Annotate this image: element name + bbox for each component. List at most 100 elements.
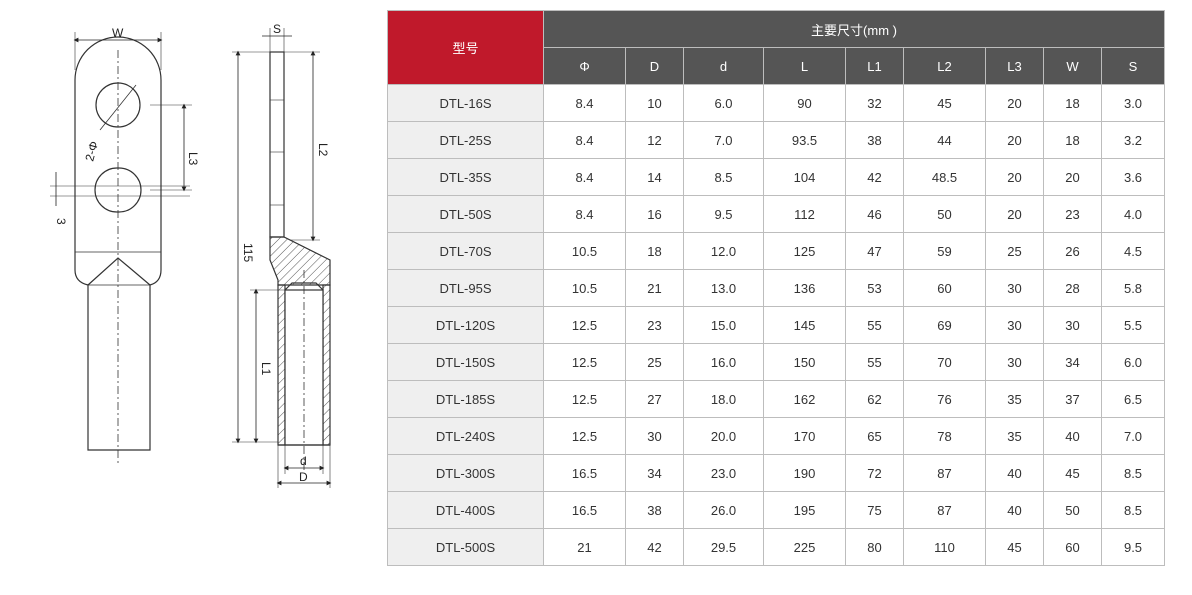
value-cell: 59: [903, 232, 986, 270]
value-cell: 190: [763, 454, 846, 492]
value-cell: 45: [903, 84, 986, 122]
value-cell: 18: [625, 232, 684, 270]
value-cell: 5.8: [1100, 269, 1166, 307]
model-cell: DTL-185S: [387, 380, 544, 418]
value-cell: 45: [985, 528, 1044, 566]
value-cell: 7.0: [1100, 417, 1166, 455]
value-cell: 3.6: [1100, 158, 1166, 196]
side-view: [269, 51, 331, 446]
value-cell: 42: [845, 158, 904, 196]
value-cell: 104: [763, 158, 846, 196]
value-cell: 170: [763, 417, 846, 455]
model-cell: DTL-70S: [387, 232, 544, 270]
value-cell: 8.5: [1100, 454, 1166, 492]
dim-d-small-label: d: [300, 454, 307, 468]
value-cell: 12: [625, 121, 684, 159]
column-header: d: [683, 47, 764, 85]
value-cell: 10.5: [543, 269, 626, 307]
value-cell: 87: [903, 491, 986, 529]
value-cell: 16.5: [543, 491, 626, 529]
model-cell: DTL-16S: [387, 84, 544, 122]
value-cell: 26: [1043, 232, 1102, 270]
value-cell: 136: [763, 269, 846, 307]
dim-d-big-label: D: [299, 470, 308, 484]
value-cell: 10: [625, 84, 684, 122]
value-cell: 20: [985, 121, 1044, 159]
model-cell: DTL-400S: [387, 491, 544, 529]
value-cell: 90: [763, 84, 846, 122]
value-cell: 76: [903, 380, 986, 418]
value-cell: 9.5: [683, 195, 764, 233]
value-cell: 87: [903, 454, 986, 492]
dim-l3-label: L3: [186, 152, 200, 166]
value-cell: 65: [845, 417, 904, 455]
value-cell: 21: [543, 528, 626, 566]
value-cell: 25: [625, 343, 684, 381]
value-cell: 34: [1043, 343, 1102, 381]
value-cell: 5.5: [1100, 306, 1166, 344]
dim-l2-label: L2: [316, 143, 330, 157]
value-cell: 14: [625, 158, 684, 196]
value-cell: 18.0: [683, 380, 764, 418]
model-cell: DTL-95S: [387, 269, 544, 307]
value-cell: 25: [985, 232, 1044, 270]
value-cell: 20: [1043, 158, 1102, 196]
value-cell: 162: [763, 380, 846, 418]
model-cell: DTL-150S: [387, 343, 544, 381]
value-cell: 12.5: [543, 380, 626, 418]
value-cell: 18: [1043, 121, 1102, 159]
dim-total-label: 115: [241, 243, 255, 262]
value-cell: 18: [1043, 84, 1102, 122]
value-cell: 60: [1043, 528, 1102, 566]
value-cell: 16.0: [683, 343, 764, 381]
value-cell: 12.0: [683, 232, 764, 270]
model-cell: DTL-35S: [387, 158, 544, 196]
value-cell: 93.5: [763, 121, 846, 159]
value-cell: 20: [985, 158, 1044, 196]
value-cell: 70: [903, 343, 986, 381]
value-cell: 32: [845, 84, 904, 122]
value-cell: 8.4: [543, 121, 626, 159]
value-cell: 7.0: [683, 121, 764, 159]
value-cell: 3.2: [1100, 121, 1166, 159]
value-cell: 10.5: [543, 232, 626, 270]
value-cell: 125: [763, 232, 846, 270]
value-cell: 55: [845, 306, 904, 344]
value-cell: 6.5: [1100, 380, 1166, 418]
value-cell: 53: [845, 269, 904, 307]
value-cell: 30: [1043, 306, 1102, 344]
value-cell: 29.5: [683, 528, 764, 566]
value-cell: 6.0: [683, 84, 764, 122]
value-cell: 21: [625, 269, 684, 307]
column-header: Φ: [543, 47, 626, 85]
value-cell: 6.0: [1100, 343, 1166, 381]
model-cell: DTL-300S: [387, 454, 544, 492]
value-cell: 50: [1043, 491, 1102, 529]
dimensions-group-header: 主要尺寸(mm ): [542, 10, 1166, 48]
value-cell: 80: [845, 528, 904, 566]
model-cell: DTL-240S: [387, 417, 544, 455]
value-cell: 50: [903, 195, 986, 233]
value-cell: 8.5: [1100, 491, 1166, 529]
dim-holes-label: 2-Φ: [82, 140, 101, 163]
model-cell: DTL-25S: [387, 121, 544, 159]
value-cell: 30: [985, 269, 1044, 307]
column-header: L3: [985, 47, 1044, 85]
value-cell: 38: [845, 121, 904, 159]
value-cell: 46: [845, 195, 904, 233]
value-cell: 112: [763, 195, 846, 233]
value-cell: 26.0: [683, 491, 764, 529]
value-cell: 150: [763, 343, 846, 381]
value-cell: 78: [903, 417, 986, 455]
value-cell: 3.0: [1100, 84, 1166, 122]
value-cell: 38: [625, 491, 684, 529]
value-cell: 37: [1043, 380, 1102, 418]
value-cell: 195: [763, 491, 846, 529]
